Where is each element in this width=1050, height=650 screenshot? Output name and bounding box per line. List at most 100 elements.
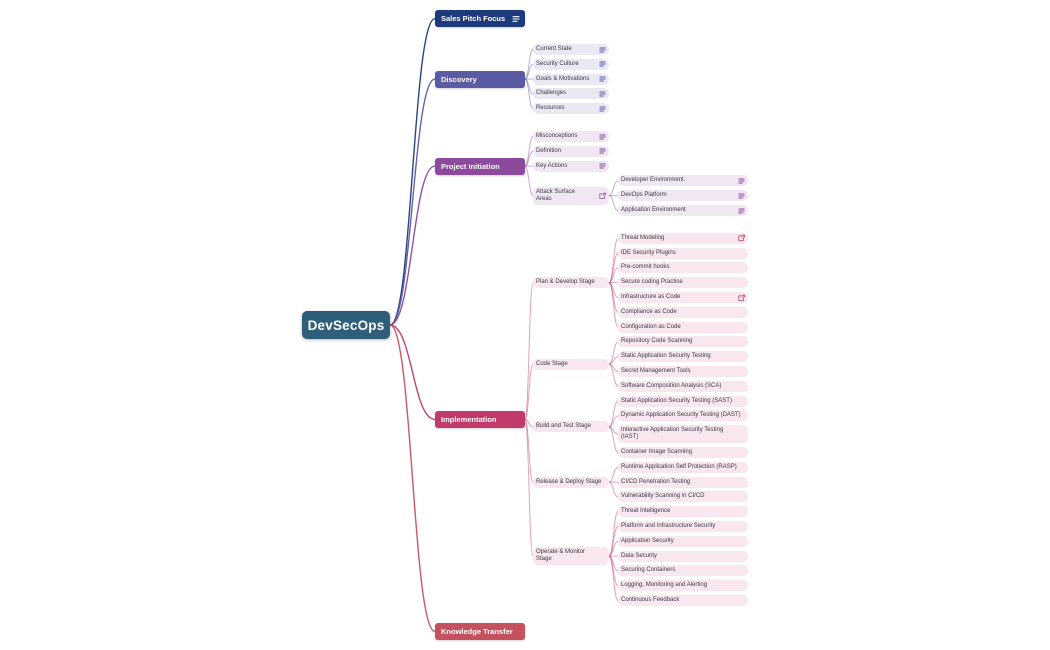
- mindmap-node-secure-coding-practice[interactable]: Secure coding Practice: [618, 277, 748, 289]
- connector-devsecops-discovery: [389, 78, 436, 326]
- markdown-note-icon: [738, 208, 745, 213]
- node-label: Code Stage: [536, 360, 568, 367]
- node-label: Runtime Application Self Protection (RAS…: [621, 463, 737, 470]
- mindmap-node-knowledge-transfer[interactable]: Knowledge Transfer: [435, 622, 525, 640]
- node-label: Software Composition Analysis (SCA): [621, 382, 722, 389]
- node-label: Repository Code Scanning: [621, 338, 693, 345]
- connector-devsecops-knowledge-transfer: [389, 324, 436, 632]
- mindmap-node-goals-motivations[interactable]: Goals & Motivations: [533, 73, 609, 85]
- mindmap-node-runtime-application-self-protection-rasp[interactable]: Runtime Application Self Protection (RAS…: [618, 461, 748, 473]
- connector-implementation-release-deploy-stage: [524, 418, 534, 483]
- node-label: Logging, Monitoring and Alerting: [621, 582, 708, 589]
- mindmap-node-misconceptions[interactable]: Misconceptions: [533, 131, 609, 142]
- connector-attack-surface-areas-developer-environment: [608, 180, 619, 197]
- mindmap-node-secret-management-tools[interactable]: Secret Management Tools: [618, 366, 748, 377]
- connector-attack-surface-areas-application-environment: [608, 195, 619, 211]
- mindmap-node-threat-modeling[interactable]: Threat Modeling: [618, 232, 748, 244]
- mindmap-node-dynamic-application-security-testing-dast[interactable]: Dynamic Application Security Testing (DA…: [618, 410, 748, 422]
- node-label: Interactive Application Security Testing…: [621, 427, 724, 441]
- node-label: Application Security: [621, 537, 674, 544]
- connector-devsecops-sales-pitch-focus: [389, 18, 436, 326]
- external-link-icon[interactable]: [738, 235, 745, 242]
- mindmap-node-devsecops[interactable]: DevSecOps: [302, 311, 390, 339]
- mindmap-node-pre-commit-hooks[interactable]: Pre-commit hooks: [618, 262, 748, 274]
- node-label: Release & Deploy Stage: [536, 478, 602, 485]
- mindmap-node-application-environment[interactable]: Application Environment: [618, 205, 748, 216]
- external-link-icon[interactable]: [599, 192, 606, 199]
- mindmap-node-definition[interactable]: Definition: [533, 145, 609, 157]
- mindmap-node-securing-containers[interactable]: Securing Containers: [618, 565, 748, 577]
- mindmap-node-ide-security-plugins[interactable]: IDE Security Plugins: [618, 247, 748, 259]
- mindmap-node-plan-develop-stage[interactable]: Plan & Develop Stage: [533, 277, 609, 289]
- mindmap-node-implementation[interactable]: Implementation: [435, 410, 525, 428]
- node-label: Container Image Scanning: [621, 449, 693, 455]
- mindmap-node-resources[interactable]: Resources: [533, 103, 609, 115]
- node-label: IDE Security Plugins: [621, 249, 676, 256]
- mindmap-node-static-application-security-testing-sast[interactable]: Static Application Security Testing (SAS…: [618, 395, 748, 407]
- connector-build-and-test-stage-static-application-security-testing-sast: [608, 400, 619, 428]
- node-label: Definition: [536, 147, 562, 154]
- mindmap-node-configuration-as-code[interactable]: Configuration as Code: [618, 321, 748, 333]
- node-label: Vulnerability Scanning in CI/CD: [621, 493, 705, 500]
- markdown-note-icon: [599, 76, 606, 82]
- external-link-icon[interactable]: [738, 294, 745, 301]
- node-label: Build and Test Stage: [536, 423, 591, 430]
- mindmap-node-devops-platform[interactable]: DevOps Platform: [618, 190, 748, 202]
- mindmap-node-software-composition-analysis-sca[interactable]: Software Composition Analysis (SCA): [618, 380, 748, 392]
- mindmap-node-threat-intelligence[interactable]: Threat Intelligence: [618, 506, 748, 518]
- mindmap-node-challenges[interactable]: Challenges: [533, 88, 609, 100]
- mindmap-node-platform-and-infrastructure-security[interactable]: Platform and Infrastructure Security: [618, 521, 748, 532]
- mindmap-node-compliance-as-code[interactable]: Compliance as Code: [618, 306, 748, 318]
- node-label: Threat Intelligence: [621, 508, 671, 515]
- connector-discovery-resources: [524, 78, 534, 110]
- node-label: CI/CD Penetration Testing: [621, 478, 691, 485]
- node-label: Platform and Infrastructure Security: [621, 523, 716, 529]
- mindmap-node-repository-code-scanning[interactable]: Repository Code Scanning: [618, 336, 748, 348]
- mindmap-node-security-culture[interactable]: Security Culture: [533, 58, 609, 70]
- mindmap-node-interactive-application-security-testing-iast[interactable]: Interactive Application Security Testing…: [618, 425, 748, 444]
- mindmap-node-static-application-security-testing[interactable]: Static Application Security Testing: [618, 351, 748, 363]
- connector-build-and-test-stage-container-image-scanning: [608, 426, 619, 453]
- connector-project-initiation-attack-surface-areas: [524, 165, 534, 197]
- mindmap-node-discovery[interactable]: Discovery: [435, 70, 525, 88]
- node-label: Dynamic Application Security Testing (DA…: [621, 412, 741, 419]
- mindmap-node-key-actions[interactable]: Key Actions: [533, 160, 609, 172]
- connector-release-deploy-stage-runtime-application-self-protection-rasp: [608, 466, 619, 483]
- node-label: Developer Environment: [621, 177, 684, 184]
- markdown-note-icon: [599, 148, 606, 154]
- node-label: DevOps Platform: [621, 192, 667, 199]
- node-label: Key Actions: [536, 162, 568, 169]
- mindmap-node-build-and-test-stage[interactable]: Build and Test Stage: [533, 421, 609, 433]
- node-label: Operate & Monitor Stage: [536, 549, 586, 563]
- mindmap-node-vulnerability-scanning-in-ci-cd[interactable]: Vulnerability Scanning in CI/CD: [618, 491, 748, 503]
- connector-devsecops-project-initiation: [389, 165, 436, 326]
- mindmap-node-ci-cd-penetration-testing[interactable]: CI/CD Penetration Testing: [618, 476, 748, 488]
- mindmap-node-project-initiation[interactable]: Project Initiation: [435, 157, 525, 175]
- mindmap-node-continuous-feedback[interactable]: Continuous Feedback: [618, 595, 748, 606]
- mindmap-node-current-state[interactable]: Current State: [533, 44, 609, 55]
- mindmap-node-release-deploy-stage[interactable]: Release & Deploy Stage: [533, 476, 609, 488]
- mindmap-node-operate-monitor-stage[interactable]: Operate & Monitor Stage: [533, 547, 609, 566]
- node-label: Pre-commit hooks: [621, 264, 670, 271]
- node-label: Goals & Motivations: [536, 75, 590, 82]
- node-label: Secure coding Practice: [621, 279, 683, 286]
- mindmap-node-attack-surface-areas[interactable]: Attack Surface Areas: [533, 186, 609, 205]
- mindmap-node-data-security[interactable]: Data Security: [618, 550, 748, 562]
- mindmap-node-infrastructure-as-code[interactable]: Infrastructure as Code: [618, 292, 748, 303]
- mindmap-node-sales-pitch-focus[interactable]: Sales Pitch Focus: [435, 10, 525, 28]
- node-label: Challenges: [536, 90, 567, 97]
- markdown-note-icon: [738, 193, 745, 199]
- mindmap-node-logging-monitoring-and-alerting[interactable]: Logging, Monitoring and Alerting: [618, 580, 748, 592]
- markdown-note-icon: [599, 47, 606, 52]
- markdown-note-icon: [599, 163, 606, 169]
- node-label: Static Application Security Testing: [621, 353, 711, 360]
- connector-devsecops-implementation: [389, 324, 436, 421]
- mindmap-node-developer-environment[interactable]: Developer Environment: [618, 175, 748, 187]
- markdown-note-icon: [599, 106, 606, 112]
- mindmap-node-application-security[interactable]: Application Security: [618, 535, 748, 547]
- mindmap-node-container-image-scanning[interactable]: Container Image Scanning: [618, 447, 748, 458]
- node-label: Security Culture: [536, 60, 579, 67]
- mindmap-node-code-stage[interactable]: Code Stage: [533, 358, 609, 370]
- connector-plan-develop-stage-configuration-as-code: [608, 282, 619, 328]
